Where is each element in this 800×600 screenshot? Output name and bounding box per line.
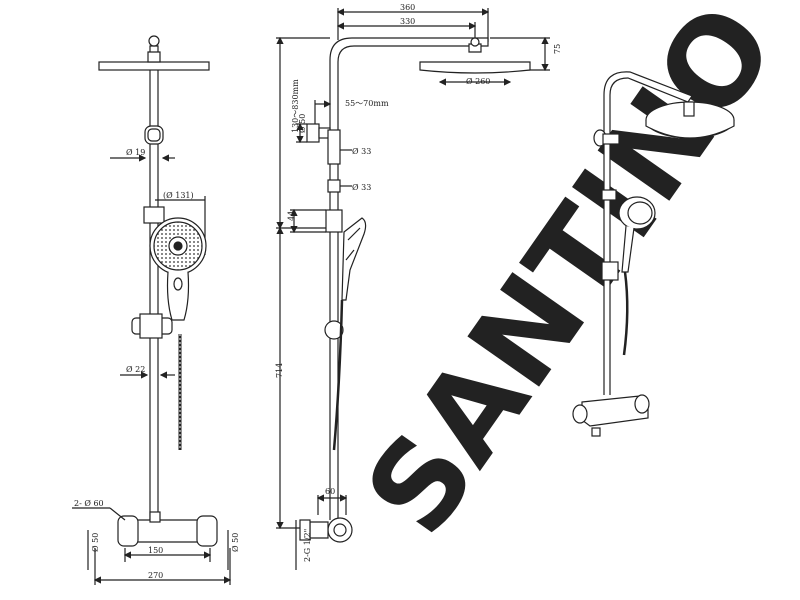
label-dia131: (Ø 131) [163, 191, 194, 200]
label-d714: 714 [275, 363, 284, 378]
hand-shower-side [341, 217, 367, 301]
label-d330: 330 [400, 17, 415, 26]
thermostat-knob-side [327, 517, 353, 543]
overhead-shower-plate [98, 61, 210, 71]
wall-bracket [144, 125, 164, 145]
overhead-shower-side [419, 61, 531, 74]
iso-hose [622, 271, 629, 356]
iso-hand-shower [618, 196, 656, 230]
label-d360: 360 [400, 3, 415, 12]
label-inlet-dia: 2- Ø 60 [74, 499, 104, 508]
label-range130-830: 130～830mm [291, 79, 300, 133]
label-dia19: Ø 19 [126, 148, 145, 157]
label-range55-70: 55～70mm [345, 99, 389, 108]
label-d75: 75 [553, 44, 562, 54]
label-d44: 44 [287, 211, 296, 221]
label-dia33b: Ø 33 [352, 183, 371, 192]
isometric-view [572, 71, 735, 437]
side-view [276, 8, 550, 570]
watermark: SANTINO [340, 0, 800, 559]
wall-bracket-side [306, 123, 320, 143]
front-view [72, 35, 232, 585]
label-d260: Ø 260 [466, 77, 490, 86]
overhead-connector [147, 45, 161, 63]
riser-arm [329, 37, 489, 520]
label-width270: 270 [148, 571, 163, 580]
label-d60: 60 [325, 487, 335, 496]
label-width150: 150 [148, 546, 163, 555]
label-dia50-right: Ø 50 [231, 533, 240, 552]
hand-shower-handle [166, 271, 190, 321]
label-g12: 2-G 1/2" [303, 529, 312, 562]
label-dia33a: Ø 33 [352, 147, 371, 156]
slider-knob-side [324, 320, 344, 340]
watermark-text: SANTINO [340, 0, 800, 559]
label-dia50-side: Ø 50 [298, 114, 307, 133]
label-dia22: Ø 22 [126, 365, 145, 374]
label-dia50-left: Ø 50 [91, 533, 100, 552]
iso-riser [603, 71, 693, 395]
